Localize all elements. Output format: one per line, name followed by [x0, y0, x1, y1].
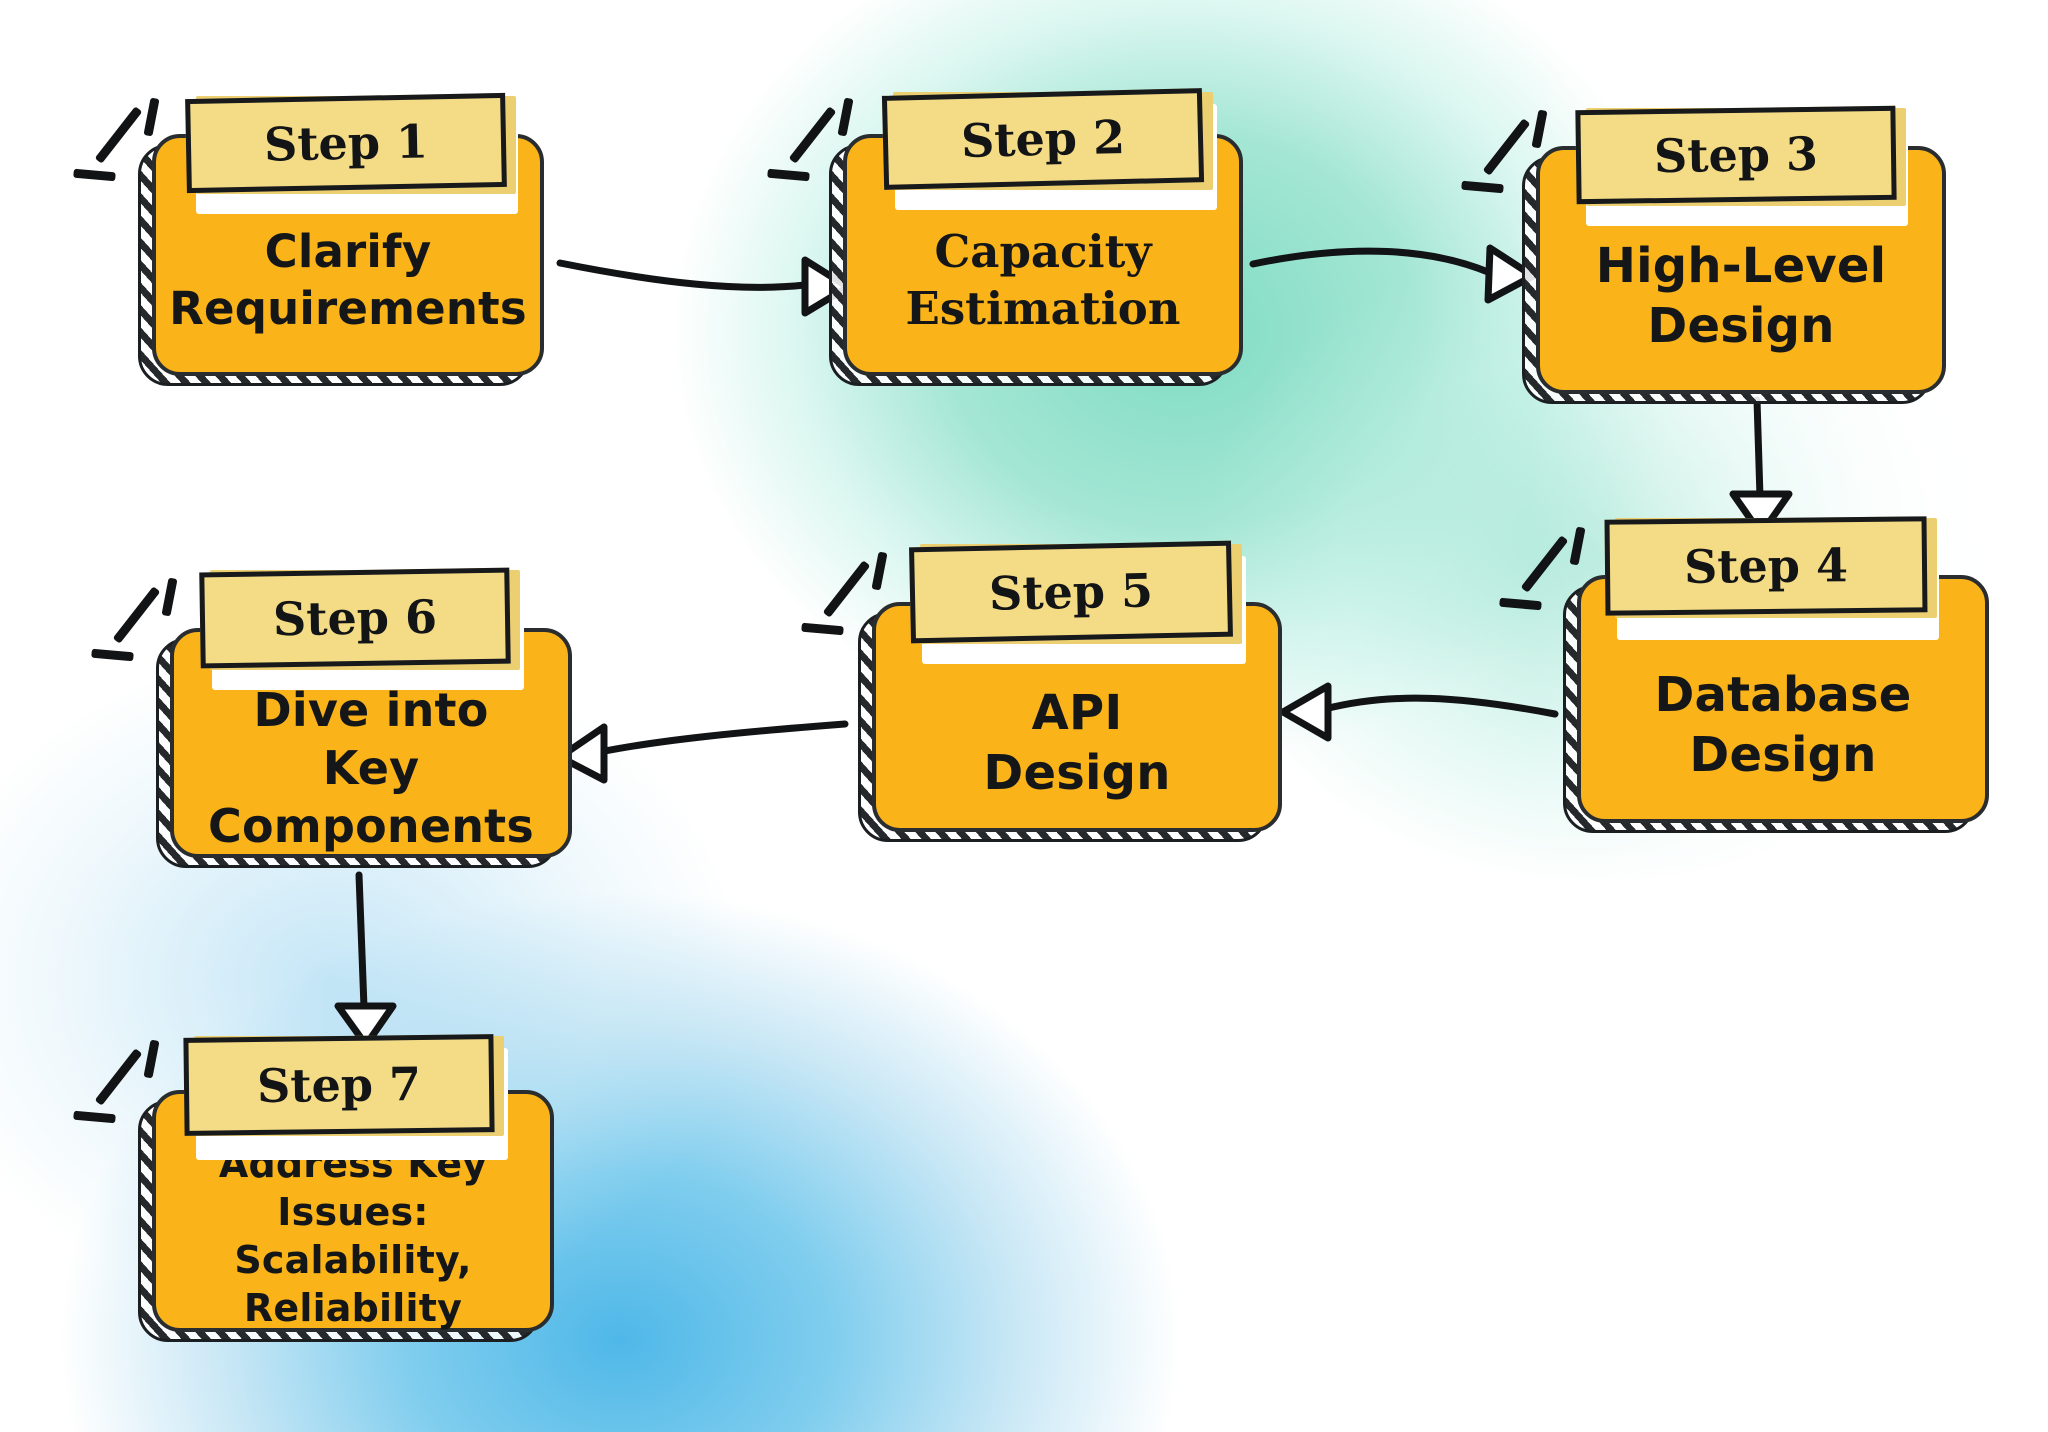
badge-label: Step 2: [960, 110, 1126, 168]
node-line-1: Clarify: [264, 225, 432, 279]
badge-step7[interactable]: Step 7: [183, 1034, 495, 1136]
node-line-2: Design: [1647, 298, 1835, 354]
node-line-2: Design: [983, 745, 1171, 801]
node-text: Dive into Key Components: [174, 630, 568, 856]
node-line-2: Key Components: [208, 741, 534, 853]
badge-label: Step 6: [272, 589, 438, 647]
badge-step4[interactable]: Step 4: [1604, 516, 1928, 616]
badge-label: Step 7: [256, 1057, 422, 1113]
node-text: Address Key Issues: Scalability, Reliabi…: [156, 1089, 550, 1333]
node-text: API Design: [876, 631, 1278, 804]
node-line-1: Capacity: [934, 225, 1152, 279]
spark-icon-step3: [1461, 109, 1562, 200]
badge-step1[interactable]: Step 1: [185, 92, 507, 194]
badge-step6[interactable]: Step 6: [199, 567, 511, 669]
badge-step3[interactable]: Step 3: [1575, 105, 1897, 205]
spark-icon-step7: [73, 1039, 174, 1130]
node-line-2: Requirements: [169, 282, 527, 335]
badge-label: Step 4: [1683, 538, 1849, 594]
node-line-1: Dive into: [253, 683, 489, 738]
spark-icon-step4: [1499, 526, 1600, 617]
node-line-1: High-Level: [1595, 237, 1887, 294]
spark-icon-step2: [767, 97, 868, 188]
spark-icon-step1: [73, 97, 174, 188]
node-text: Capacity Estimation: [847, 172, 1239, 337]
badge-step2[interactable]: Step 2: [881, 88, 1205, 190]
node-line-2: Scalability, Reliability: [234, 1238, 472, 1330]
node-line-1: Database: [1654, 666, 1912, 723]
badge-label: Step 1: [263, 114, 429, 172]
badge-step5[interactable]: Step 5: [909, 540, 1233, 644]
node-text: Database Design: [1581, 613, 1985, 786]
node-text: High-Level Design: [1540, 184, 1942, 357]
node-line-2: Design: [1689, 727, 1877, 783]
spark-icon-step5: [801, 551, 902, 642]
node-line-1: API: [1031, 684, 1123, 741]
node-line-1: Address Key Issues:: [218, 1142, 488, 1235]
badge-label: Step 5: [988, 563, 1154, 621]
badge-label: Step 3: [1653, 126, 1819, 184]
node-line-2: Estimation: [905, 282, 1181, 335]
node-text: Clarify Requirements: [156, 172, 540, 337]
spark-icon-step6: [91, 577, 192, 668]
